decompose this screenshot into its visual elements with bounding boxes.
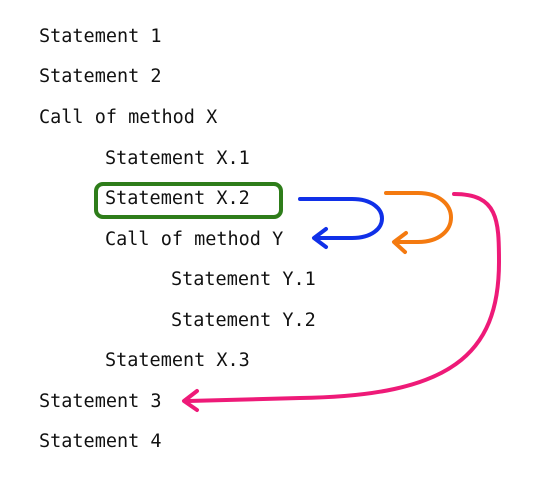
statement-2: Statement 2	[39, 66, 162, 87]
statement-x2: Statement X.2	[105, 188, 250, 209]
highlight-box	[94, 182, 283, 219]
statement-y1: Statement Y.1	[171, 269, 316, 290]
orange-arrow	[384, 191, 453, 254]
magenta-arrow	[182, 192, 502, 412]
statement-x3: Statement X.3	[105, 350, 250, 371]
statement-3: Statement 3	[39, 391, 162, 412]
call-method-y: Call of method Y	[105, 229, 284, 250]
statement-1: Statement 1	[39, 26, 162, 47]
statement-x1: Statement X.1	[105, 148, 250, 169]
statement-4: Statement 4	[39, 431, 162, 452]
blue-arrow	[298, 197, 384, 249]
statement-y2: Statement Y.2	[171, 310, 316, 331]
call-method-x: Call of method X	[39, 107, 218, 128]
